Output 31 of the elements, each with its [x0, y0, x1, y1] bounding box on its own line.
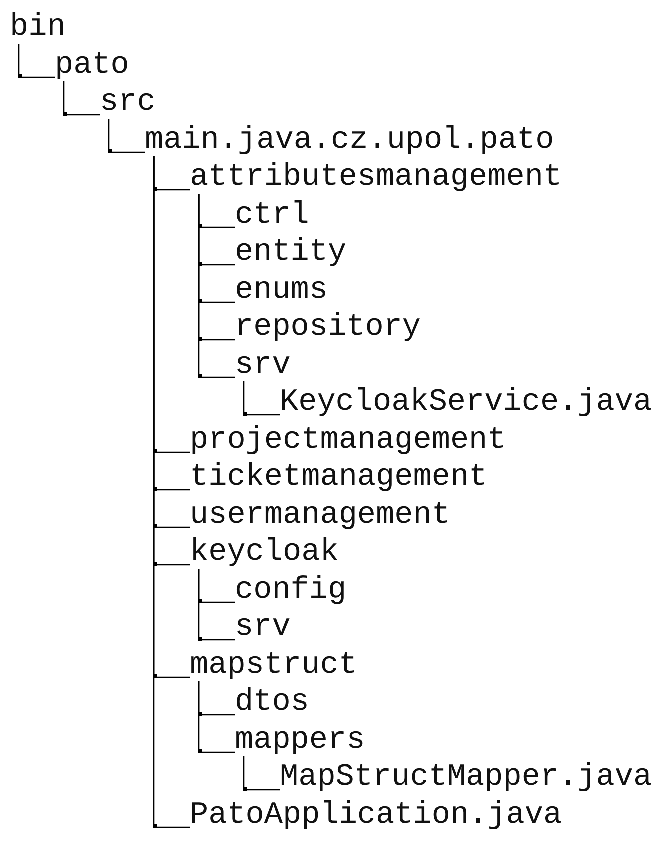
- tree-connector: [153, 156, 190, 828]
- tree-item-name: keycloak: [190, 537, 339, 569]
- tree-item-name: ctrl: [235, 200, 310, 232]
- tree-item-name: config: [235, 574, 347, 606]
- tree-item-name: src: [100, 87, 156, 119]
- tree-connector: [243, 382, 280, 416]
- tree-connector: [198, 682, 235, 754]
- tree-item-name: ticketmanagement: [190, 462, 488, 494]
- tree-item-name: usermanagement: [190, 500, 450, 532]
- tree-item-name: PatoApplication.java: [190, 800, 562, 832]
- tree-item-name: entity: [235, 237, 347, 269]
- tree-item-name: pato: [55, 50, 130, 82]
- tree-item-name: dtos: [235, 687, 310, 719]
- tree-connector: [63, 82, 100, 116]
- tree-item-name: main.java.cz.upol.pato: [145, 124, 554, 156]
- tree-connector: [198, 569, 235, 641]
- tree-connector: [243, 756, 280, 791]
- tree-item-name: KeycloakService.java: [280, 387, 652, 419]
- tree-item-name: repository: [235, 312, 422, 344]
- tree-item-name: srv: [235, 612, 291, 644]
- tree-item-name: srv: [235, 350, 291, 382]
- tree-connector: [18, 44, 55, 78]
- tree-item-name: attributesmanagement: [190, 162, 562, 194]
- tree-connector: [108, 119, 145, 154]
- tree-item-name: mapstruct: [190, 650, 358, 682]
- tree-item-name: MapStructMapper.java: [280, 762, 652, 794]
- tree-item-name: mappers: [235, 724, 366, 756]
- tree-item-name: projectmanagement: [190, 424, 506, 456]
- root-folder-name: bin: [10, 12, 66, 44]
- tree-item-name: enums: [235, 274, 328, 306]
- tree-connector: [198, 194, 235, 378]
